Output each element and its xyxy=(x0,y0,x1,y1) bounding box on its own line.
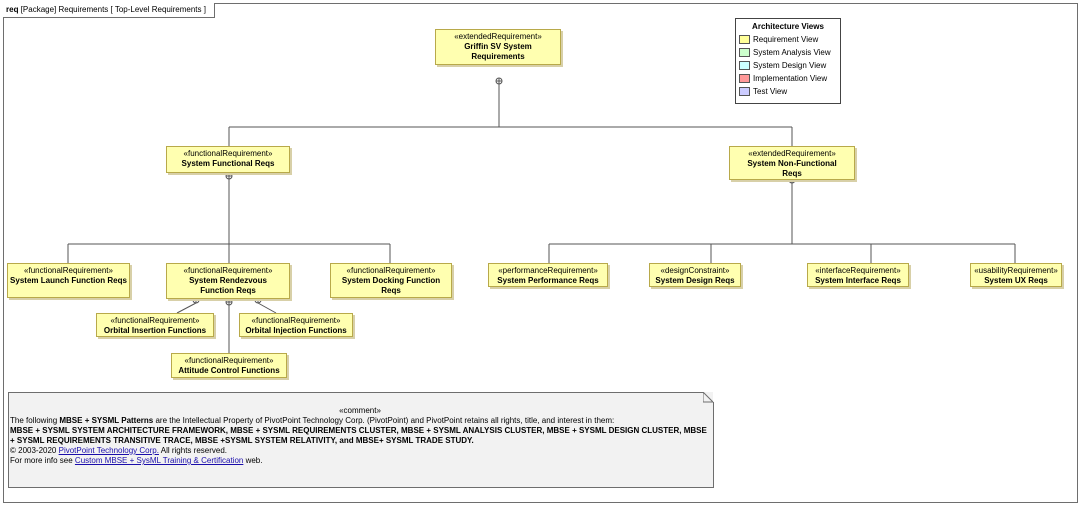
legend-item-requirement-view: Requirement View xyxy=(739,35,818,45)
frame-header: req [Package] Requirements [ Top-Level R… xyxy=(3,3,215,18)
comment-text-segment: web. xyxy=(243,456,263,465)
stereotype-label: «extendedRequirement» xyxy=(748,149,836,158)
req-griffin-sv-system[interactable]: «extendedRequirement» Griffin SV System … xyxy=(435,29,561,65)
stereotype-label: «designConstraint» xyxy=(660,266,730,275)
requirement-name: System UX Reqs xyxy=(984,276,1048,285)
legend-item-label: Implementation View xyxy=(753,74,828,83)
legend-swatch xyxy=(739,48,750,58)
stereotype-label: «performanceRequirement» xyxy=(498,266,598,275)
legend-item-system-analysis-view: System Analysis View xyxy=(739,48,831,58)
comment-note-top-edge xyxy=(8,392,703,393)
stereotype-label: «functionalRequirement» xyxy=(346,266,436,275)
comment-intro: The following MBSE + SYSML Patterns are … xyxy=(10,416,710,426)
legend-item-label: System Analysis View xyxy=(753,48,831,57)
req-system-interface[interactable]: «interfaceRequirement» System Interface … xyxy=(807,263,909,287)
comment-patterns-list: MBSE + SYSML SYSTEM ARCHITECTURE FRAMEWO… xyxy=(10,426,707,445)
legend-item-test-view: Test View xyxy=(739,87,787,97)
comment-text-segment: © 2003-2020 xyxy=(10,446,59,455)
comment-body: «comment» The following MBSE + SYSML Pat… xyxy=(10,406,710,466)
stereotype-label: «functionalRequirement» xyxy=(24,266,113,275)
comment-copyright: © 2003-2020 PivotPoint Technology Corp. … xyxy=(10,446,710,456)
legend-item-label: Requirement View xyxy=(753,35,819,44)
requirement-name: System Non-Functional Reqs xyxy=(747,159,837,178)
requirement-name: System Functional Reqs xyxy=(181,159,275,168)
legend-architecture-views[interactable]: Architecture Views Requirement View Syst… xyxy=(735,18,841,104)
comment-stereotype: «comment» xyxy=(339,406,381,415)
stereotype-label: «interfaceRequirement» xyxy=(815,266,901,275)
comment-note[interactable] xyxy=(8,392,713,488)
stereotype-label: «extendedRequirement» xyxy=(454,32,542,41)
requirement-name: Attitude Control Functions xyxy=(178,366,280,375)
comment-patterns: MBSE + SYSML SYSTEM ARCHITECTURE FRAMEWO… xyxy=(10,426,710,446)
frame-kind: req xyxy=(6,5,19,14)
requirement-name: System Docking Function Reqs xyxy=(341,276,441,295)
legend-swatch xyxy=(739,61,750,71)
training-link[interactable]: Custom MBSE + SysML Training & Certifica… xyxy=(74,456,244,465)
requirement-name: System Rendezvous Function Reqs xyxy=(189,276,267,295)
comment-note-right-edge xyxy=(713,402,714,488)
req-system-docking-function[interactable]: «functionalRequirement» System Docking F… xyxy=(330,263,452,298)
stereotype-label: «functionalRequirement» xyxy=(184,356,274,365)
comment-text-segment: All rights reserved. xyxy=(158,446,227,455)
comment-dog-ear xyxy=(703,392,714,403)
req-attitude-control[interactable]: «functionalRequirement» Attitude Control… xyxy=(171,353,287,378)
legend-swatch xyxy=(739,87,750,97)
stereotype-label: «functionalRequirement» xyxy=(183,266,273,275)
comment-text-segment: The following xyxy=(10,416,60,425)
stereotype-label: «functionalRequirement» xyxy=(251,316,341,325)
comment-text-segment: are the Intellectual Property of PivotPo… xyxy=(153,416,615,425)
req-system-design[interactable]: «designConstraint» System Design Reqs xyxy=(649,263,741,287)
requirement-name: System Design Reqs xyxy=(655,276,735,285)
stereotype-label: «functionalRequirement» xyxy=(183,149,273,158)
stereotype-label: «usabilityRequirement» xyxy=(974,266,1058,275)
req-system-performance[interactable]: «performanceRequirement» System Performa… xyxy=(488,263,608,287)
comment-bold-segment: MBSE + SYSML Patterns xyxy=(59,416,154,425)
req-orbital-injection[interactable]: «functionalRequirement» Orbital Injectio… xyxy=(239,313,353,337)
legend-item-label: System Design View xyxy=(753,61,827,70)
requirement-name: System Interface Reqs xyxy=(815,276,901,285)
requirement-name: Orbital Injection Functions xyxy=(245,326,347,335)
comment-more-info: For more info see Custom MBSE + SysML Tr… xyxy=(10,456,710,466)
legend-item-label: Test View xyxy=(753,87,788,96)
req-system-non-functional[interactable]: «extendedRequirement» System Non-Functio… xyxy=(729,146,855,180)
req-orbital-insertion[interactable]: «functionalRequirement» Orbital Insertio… xyxy=(96,313,214,337)
stereotype-label: «functionalRequirement» xyxy=(110,316,200,325)
requirement-name: System Performance Reqs xyxy=(497,276,599,285)
pivotpoint-link[interactable]: PivotPoint Technology Corp. xyxy=(58,446,159,455)
legend-item-system-design-view: System Design View xyxy=(739,61,826,71)
legend-title: Architecture Views xyxy=(752,22,824,31)
comment-text-segment: For more info see xyxy=(10,456,75,465)
frame-label: [Package] Requirements [ Top-Level Requi… xyxy=(20,5,206,14)
legend-item-implementation-view: Implementation View xyxy=(739,74,827,84)
legend-swatch xyxy=(739,74,750,84)
req-system-functional[interactable]: «functionalRequirement» System Functiona… xyxy=(166,146,290,173)
req-system-ux[interactable]: «usabilityRequirement» System UX Reqs xyxy=(970,263,1062,287)
diagram-frame xyxy=(3,3,1078,503)
req-system-launch-function[interactable]: «functionalRequirement» System Launch Fu… xyxy=(7,263,130,298)
legend-swatch xyxy=(739,35,750,45)
req-system-rendezvous-function[interactable]: «functionalRequirement» System Rendezvou… xyxy=(166,263,290,299)
requirement-name: Orbital Insertion Functions xyxy=(103,326,207,335)
requirement-name: Griffin SV System Requirements xyxy=(464,42,532,61)
requirement-name: System Launch Function Reqs xyxy=(10,276,127,285)
